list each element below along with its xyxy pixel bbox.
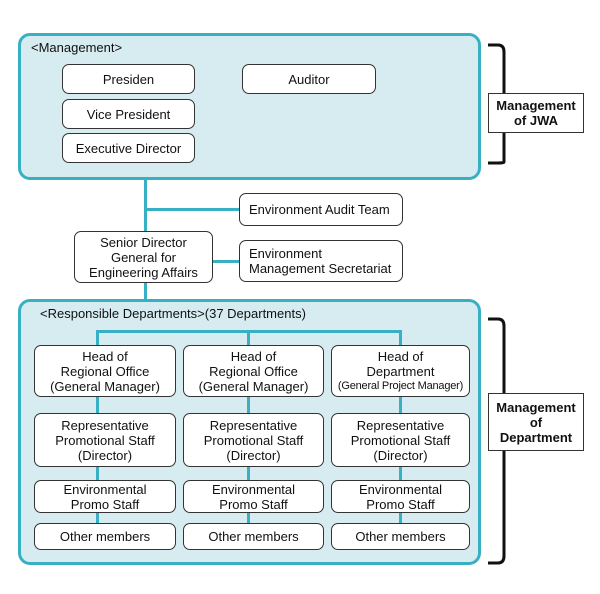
column-3-head-line-2: Department [366,363,435,379]
column-3-other-label: Other members [355,529,446,544]
column-3-head-line-1: Head of [377,348,424,364]
auditor-label: Auditor [288,71,330,87]
column-1-other-members-box: Other members [34,523,176,550]
executive-director-label: Executive Director [75,140,182,156]
column-3-promo-line-2: Promo Staff [366,496,435,512]
management-of-jwa-label: Management of JWA [488,93,584,133]
column-3-head-line-3: (General Project Manager) [337,379,464,392]
senior-director-box: Senior Director General for Engineering … [74,231,213,283]
column-1-head-line-1: Head of [82,348,128,364]
column-2-rep-line-1: Representative [209,417,298,433]
department-label-line-3: Department [499,429,573,445]
column-2-representative-box: Representative Promotional Staff (Direct… [183,413,324,467]
column-1-promo-staff-box: Environmental Promo Staff [34,480,176,513]
column-3-representative-box: Representative Promotional Staff (Direct… [331,413,470,467]
auditor-box: Auditor [242,64,376,94]
vice-president-box: Vice President [62,99,195,129]
department-label-line-2: of [529,414,543,430]
departments-connector-left [96,330,99,345]
departments-connector-right [399,330,402,345]
environment-management-secretariat-box: Environment Management Secretariat [239,240,403,282]
secretariat-line-2: Management Secretariat [249,261,392,276]
column-1-representative-box: Representative Promotional Staff (Direct… [34,413,176,467]
column-1-promo-line-2: Promo Staff [70,496,140,512]
column-3-promo-staff-box: Environmental Promo Staff [331,480,470,513]
environment-audit-team-label: Environment Audit Team [249,202,390,217]
responsible-departments-title: <Responsible Departments>(37 Departments… [40,306,306,321]
column-2-head-line-3: (General Manager) [198,378,309,394]
column-2-promo-line-2: Promo Staff [219,496,288,512]
column-1-head-line-2: Regional Office [60,363,150,379]
management-of-department-label: Management of Department [488,393,584,451]
column-2-promo-line-1: Environmental [211,481,296,497]
column-1-promo-line-1: Environmental [63,481,147,497]
senior-director-line-2: General for [110,249,177,265]
column-2-head-box: Head of Regional Office (General Manager… [183,345,324,397]
column-1-rep-line-2: Promotional Staff [55,432,155,448]
connector-vertical-lower [144,283,147,300]
column-2-other-label: Other members [208,529,299,544]
departments-connector-middle [247,330,250,345]
column-1-head-line-3: (General Manager) [50,378,160,394]
column-3-rep-line-2: Promotional Staff [350,432,451,448]
president-label: Presiden [102,71,155,87]
column-3-rep-line-1: Representative [356,417,445,433]
connector-to-audit-team [144,208,239,211]
secretariat-line-1: Environment [249,246,322,261]
department-label-line-1: Management [496,399,576,415]
executive-director-box: Executive Director [62,133,195,163]
column-2-other-members-box: Other members [183,523,324,550]
jwa-label-line-2: of JWA [513,113,559,128]
senior-director-line-3: Engineering Affairs [89,264,198,280]
column-3-other-members-box: Other members [331,523,470,550]
column-2-rep-line-3: (Director) [226,447,281,463]
management-panel-title: <Management> [31,40,123,55]
jwa-label-line-1: Management [496,98,576,113]
environment-audit-team-box: Environment Audit Team [239,193,403,226]
connector-vertical-upper [144,180,147,232]
column-2-rep-line-2: Promotional Staff [203,432,304,448]
column-2-head-line-1: Head of [230,348,277,364]
column-3-rep-line-3: (Director) [373,447,428,463]
column-1-rep-line-3: (Director) [77,447,133,463]
column-2-promo-staff-box: Environmental Promo Staff [183,480,324,513]
column-2-head-line-2: Regional Office [209,363,298,379]
vice-president-label: Vice President [86,106,171,122]
senior-director-line-1: Senior Director [100,234,187,250]
column-3-promo-line-1: Environmental [358,481,443,497]
connector-to-secretariat [213,260,239,263]
column-1-head-box: Head of Regional Office (General Manager… [34,345,176,397]
column-3-head-box: Head of Department (General Project Mana… [331,345,470,397]
president-box: Presiden [62,64,195,94]
column-1-other-label: Other members [59,529,151,544]
column-1-rep-line-1: Representative [61,417,149,433]
